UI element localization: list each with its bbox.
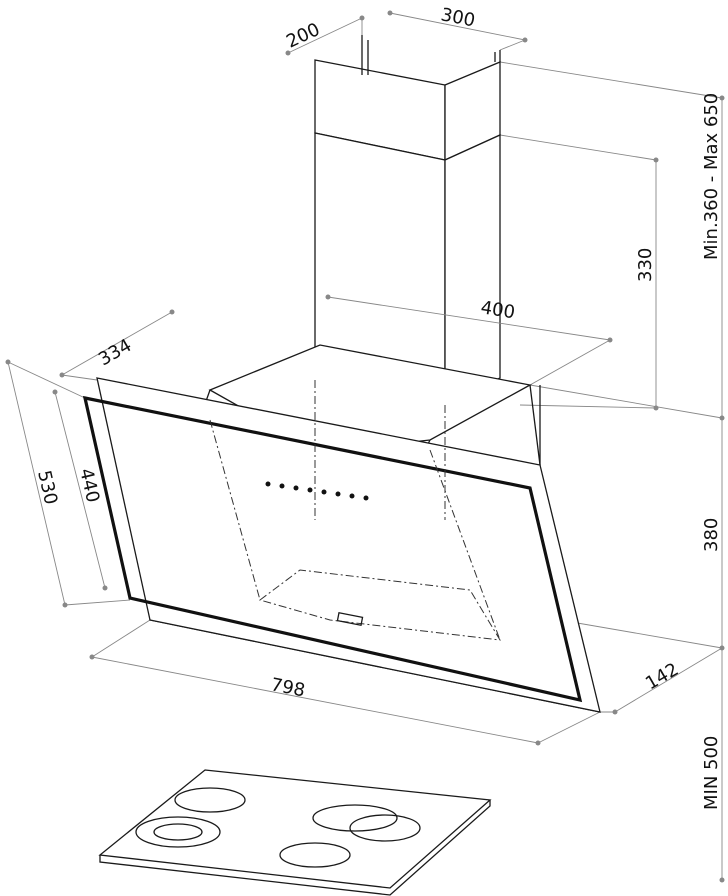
dim-min500: MIN 500: [701, 736, 722, 810]
dim-330: 330: [635, 248, 656, 282]
dim-530: 530: [33, 468, 61, 506]
dim-200: 200: [283, 19, 323, 53]
dim-334: 334: [95, 335, 135, 370]
dim-min360-max650: Min.360 - Max 650: [701, 93, 722, 260]
chimney: [314, 35, 501, 407]
dim-300: 300: [439, 4, 477, 31]
dim-142: 142: [642, 659, 682, 694]
hood-body: [82, 344, 601, 713]
dim-798: 798: [269, 674, 307, 701]
control-dots: [265, 481, 369, 501]
dim-380: 380: [701, 518, 722, 552]
cooktop: [98, 769, 492, 896]
dim-440: 440: [75, 466, 103, 504]
dimension-lines: [5, 10, 725, 883]
